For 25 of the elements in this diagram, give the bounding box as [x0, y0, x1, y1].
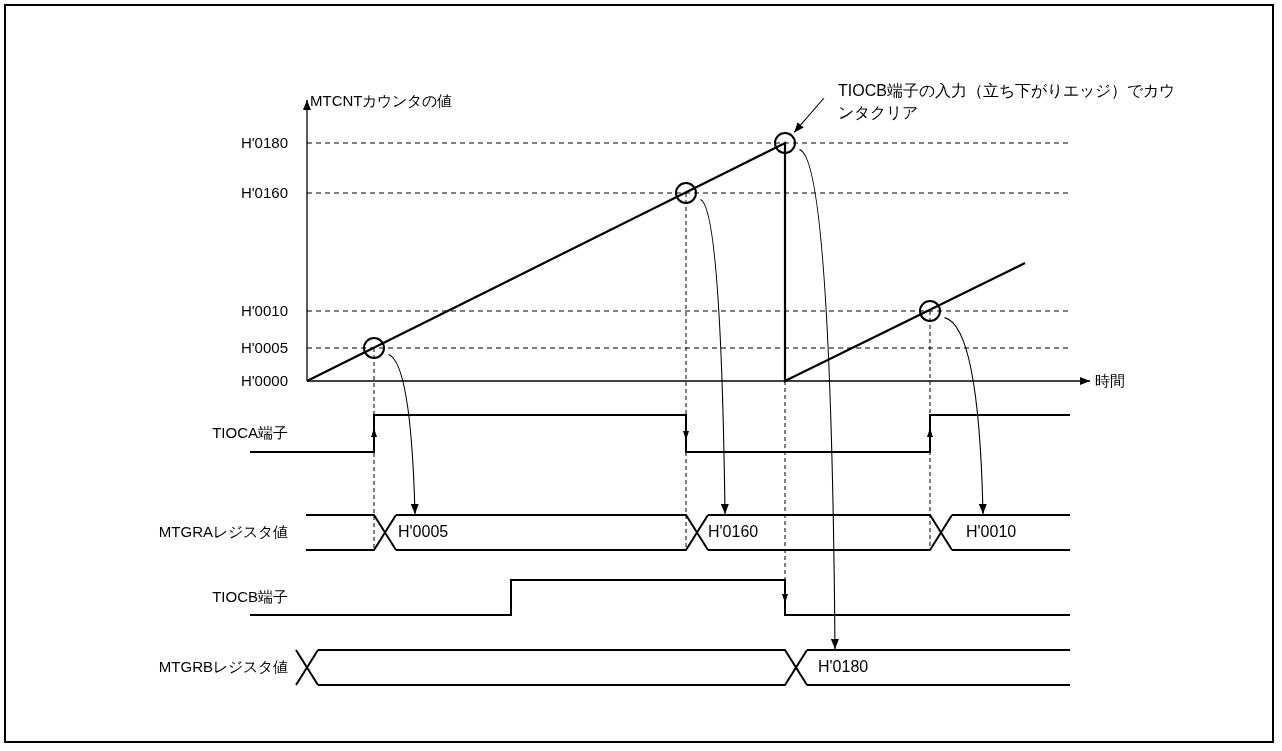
register-value: H'0010 — [966, 516, 1017, 548]
annotation-text: TIOCB端子の入力（立ち下がりエッジ）でカウンタクリア — [838, 80, 1188, 124]
register-value: H'0005 — [398, 516, 449, 548]
register-value: H'0180 — [818, 651, 869, 683]
tick-label: H'0000 — [240, 372, 288, 390]
marker-circle — [919, 300, 941, 322]
signal-label: MTGRAレジスタ値 — [158, 523, 288, 541]
arrow — [798, 149, 839, 650]
tick-label: H'0005 — [240, 339, 288, 357]
arrow — [387, 354, 419, 515]
arrow — [943, 317, 987, 515]
signal-label: TIOCB端子 — [212, 588, 288, 606]
tick-label: H'0160 — [240, 184, 288, 202]
signal-label: MTGRBレジスタ値 — [158, 658, 288, 676]
marker-circle — [363, 337, 385, 359]
arrow — [699, 199, 729, 515]
register-value: H'0160 — [708, 516, 759, 548]
axis-title: 時間 — [1095, 372, 1125, 390]
tick-label: H'0180 — [240, 134, 288, 152]
marker-circle — [774, 132, 796, 154]
marker-circle — [675, 182, 697, 204]
signal-label: TIOCA端子 — [212, 424, 288, 442]
arrow — [793, 97, 825, 133]
tick-label: H'0010 — [240, 302, 288, 320]
axis-title: MTCNTカウンタの値 — [310, 92, 453, 110]
